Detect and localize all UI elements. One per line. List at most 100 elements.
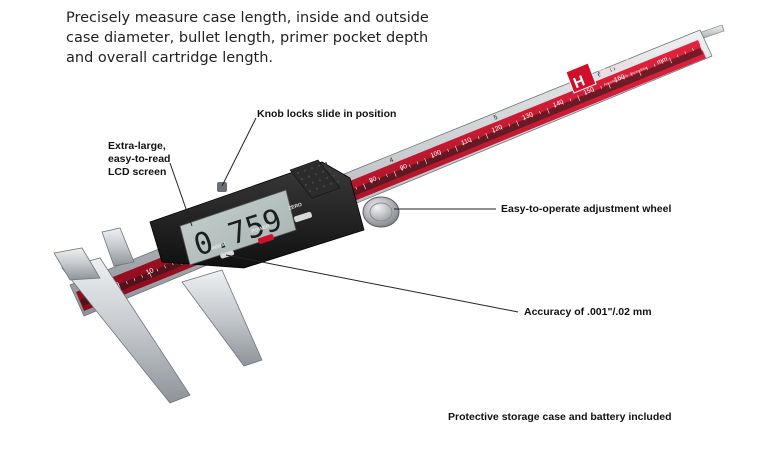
scale-tick <box>133 277 136 281</box>
headline-line-2: case diameter, bullet length, primer poc… <box>66 30 429 46</box>
scale-tick <box>692 48 694 52</box>
scale-label-upper: 110 <box>460 136 473 147</box>
sliding-outside-jaw <box>181 269 263 367</box>
scale-tick <box>569 98 572 102</box>
callout-storage: Protective storage case and battery incl… <box>448 411 672 423</box>
scale-tick <box>638 70 642 76</box>
callout-wheel: Easy-to-operate adjustment wheel <box>501 203 672 215</box>
scale-tick <box>148 271 152 278</box>
grip-dot <box>315 187 319 190</box>
scale-tick <box>669 57 672 64</box>
scale-tick <box>477 136 480 140</box>
scale-inch-mark: 4 <box>389 157 395 165</box>
grip-dot <box>317 164 321 167</box>
grip-dot <box>318 179 322 182</box>
callout-lcd-line-2: easy-to-read <box>108 153 171 165</box>
slider-body: 0.759 ZERO POWER IN/MM <box>149 159 365 269</box>
leader-knob <box>221 117 257 187</box>
scale-tick <box>516 120 519 127</box>
scale-tick <box>562 101 564 105</box>
scale-tick <box>607 82 611 89</box>
adjustment-wheel[interactable] <box>362 196 400 228</box>
scale-tick <box>386 174 388 178</box>
grip-dot <box>314 173 318 176</box>
scale-label-upper: 150 <box>583 86 596 97</box>
scale-tick <box>577 95 581 102</box>
grip-dot <box>332 174 336 177</box>
scale-inch-mark: 5 <box>493 114 499 122</box>
scale-label-upper: 90 <box>399 163 409 172</box>
zero-button[interactable] <box>294 211 313 223</box>
headline-line-1: Precisely measure case length, inside an… <box>66 10 429 26</box>
leader-lcd <box>169 162 193 227</box>
grip-dot <box>324 162 328 165</box>
scale-tick <box>156 268 159 272</box>
scale-tick <box>462 142 465 146</box>
scale-tick <box>546 107 550 114</box>
headline-line-3: and overall cartridge length. <box>66 50 274 66</box>
scale-tick <box>615 79 618 83</box>
scale-tick <box>676 54 679 58</box>
scale-tick <box>401 167 404 171</box>
scale-tick <box>363 183 366 190</box>
scale-inch-mark: 6 <box>597 71 603 79</box>
scale-tick <box>684 51 687 55</box>
scale-label-upper: 130 <box>521 111 534 122</box>
grip-pad <box>289 159 341 199</box>
sliding-inside-jaw <box>101 227 135 267</box>
callout-lcd-line-3: LCD screen <box>108 166 167 178</box>
inmm-button[interactable] <box>220 250 235 259</box>
callout-accuracy: Accuracy of .001"/.02 mm <box>524 306 652 318</box>
lock-knob[interactable] <box>217 182 227 192</box>
scale-tick <box>661 60 664 64</box>
grip-dot <box>307 175 311 178</box>
grip-dot <box>300 177 304 181</box>
power-button-label: POWER <box>251 223 271 235</box>
grip-dot <box>321 170 325 173</box>
scale-tick <box>539 111 541 115</box>
scale-tick <box>393 170 397 177</box>
scale-tick <box>424 158 428 165</box>
scale-tick <box>653 63 656 67</box>
scale-tick <box>699 44 703 51</box>
scale-tick <box>600 85 602 89</box>
scale-tick <box>523 117 526 121</box>
grip-dot <box>329 182 333 185</box>
scale-tick <box>584 92 587 96</box>
scale-tick <box>454 145 458 152</box>
grip-dot <box>310 167 314 170</box>
scale-tick <box>431 155 434 159</box>
scale-tick <box>531 114 534 118</box>
grip-dot <box>303 169 307 172</box>
headline: Precisely measure case length, inside an… <box>66 8 486 68</box>
scale-label-upper: 160 <box>613 73 626 84</box>
scale-label-upper: 80 <box>368 175 378 184</box>
scale-label-upper: 140 <box>552 98 565 109</box>
scale-label-lower: 10 <box>145 267 155 276</box>
scale-tick <box>623 76 625 80</box>
grip-dot <box>336 180 340 183</box>
scale-unit-in: in <box>609 65 617 74</box>
grip-dot <box>322 185 326 188</box>
grip-dot <box>308 189 312 193</box>
grip-dot <box>311 181 315 184</box>
scale-label-upper: 120 <box>491 124 504 135</box>
zero-button-label: ZERO <box>288 202 303 212</box>
scale-unit-mm: mm <box>656 56 669 67</box>
inmm-button-label: IN/MM <box>211 242 227 252</box>
scale-tick <box>125 281 128 285</box>
scale-tick <box>470 139 472 143</box>
grip-dot <box>296 171 300 175</box>
scale-tick <box>416 161 419 165</box>
scale-tick <box>355 186 358 190</box>
fixed-inside-jaw <box>53 247 101 281</box>
grip-texture <box>296 162 340 193</box>
scale-tick <box>378 177 381 181</box>
callout-lcd: Extra-large, easy-to-read LCD screen <box>108 140 170 179</box>
callout-knob: Knob locks slide in position <box>257 108 397 120</box>
scale-tick <box>500 126 503 130</box>
grip-dot <box>325 176 329 179</box>
power-button[interactable] <box>257 234 275 245</box>
scale-tick <box>646 66 648 70</box>
